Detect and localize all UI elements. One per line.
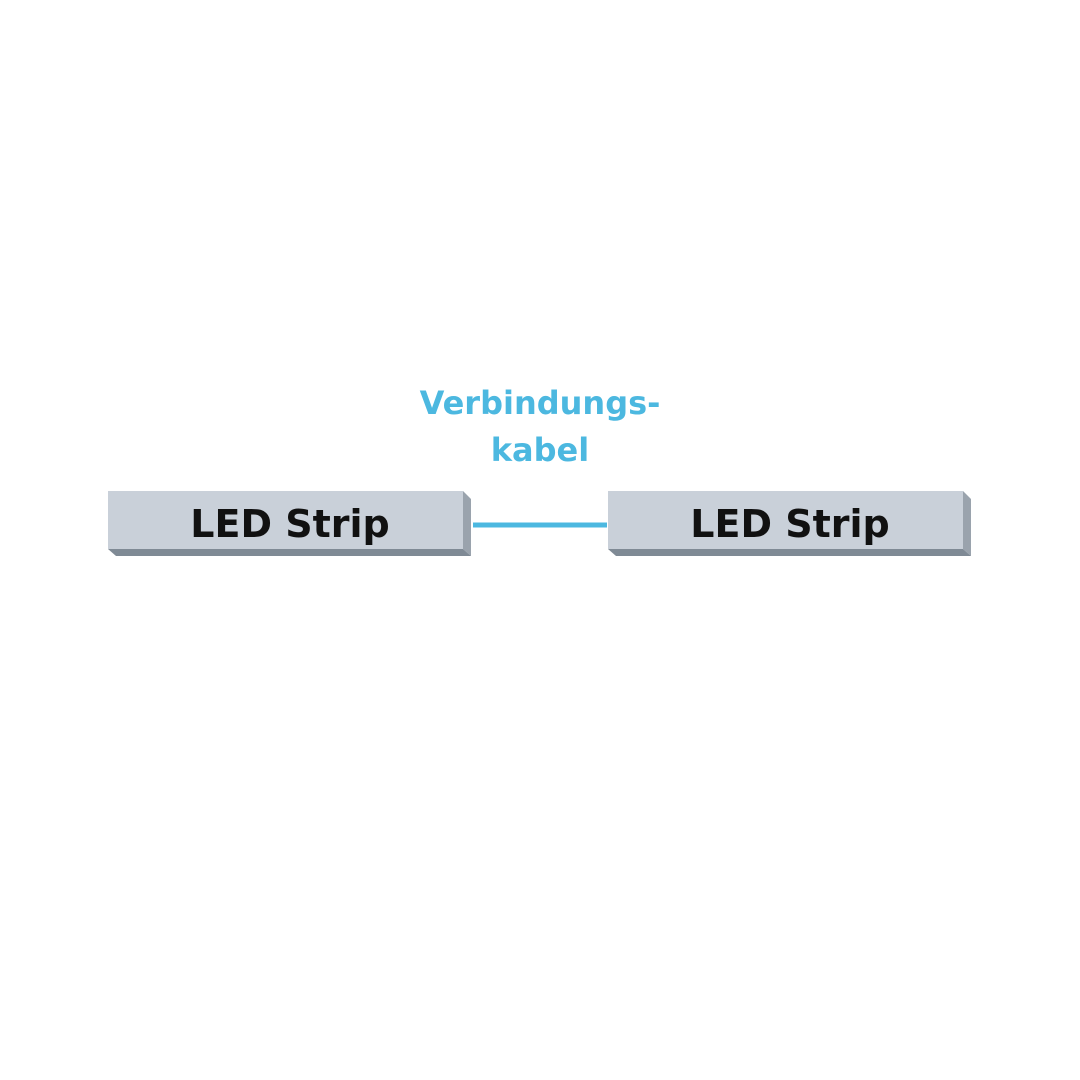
led-strip-left: LED Strip: [108, 491, 471, 556]
strip-left-bottom: [108, 549, 471, 556]
strip-right-face: [608, 491, 963, 549]
cable-label: Verbindungs- kabel: [420, 384, 661, 469]
cable-label-line2: kabel: [491, 431, 589, 469]
cable-label-line1: Verbindungs-: [420, 384, 661, 422]
strip-left-side: [463, 491, 471, 556]
led-strip-right: LED Strip: [608, 491, 971, 556]
strip-right-side: [963, 491, 971, 556]
strip-left-label: LED Strip: [190, 502, 389, 546]
strip-left-face: [108, 491, 463, 549]
strip-right-bottom: [608, 549, 971, 556]
strip-right-label: LED Strip: [690, 502, 889, 546]
